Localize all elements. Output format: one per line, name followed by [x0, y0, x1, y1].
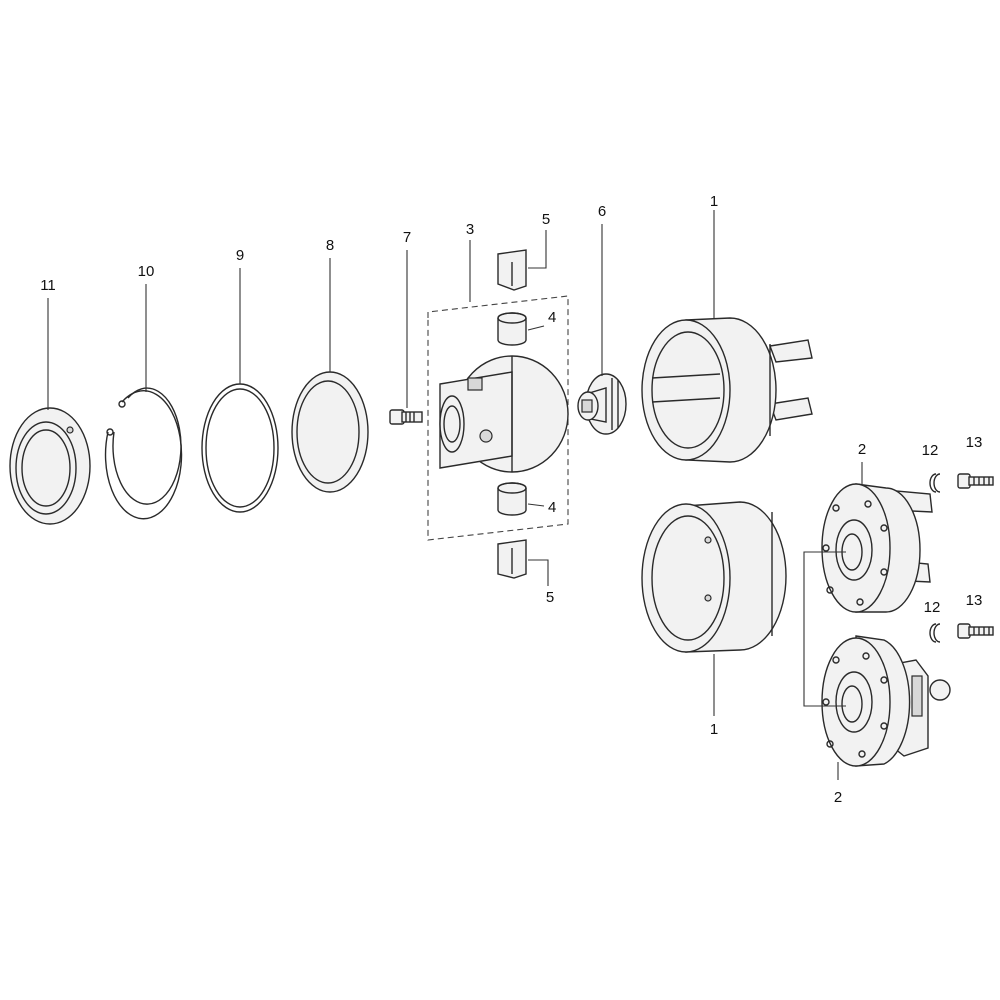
part-6-plug — [577, 373, 627, 435]
leader-4-bottom — [527, 503, 545, 507]
part-2-flange-top — [821, 483, 933, 613]
part-13-bolt-bottom — [957, 623, 994, 639]
leader-5-top — [528, 230, 547, 269]
part-9-shim-ring — [201, 383, 279, 513]
part-12-lock-washer-top — [929, 473, 941, 493]
part-12-lock-washer-bottom — [929, 623, 941, 643]
callout-6: 6 — [598, 203, 606, 220]
part-10-snap-ring — [104, 387, 183, 520]
callout-10: 10 — [138, 263, 155, 280]
callout-13-bottom: 13 — [966, 592, 983, 609]
callout-12-bottom: 12 — [924, 599, 941, 616]
part-5-key-top — [497, 249, 527, 291]
assembly-bracket — [803, 551, 846, 707]
callout-5-bottom: 5 — [546, 589, 554, 606]
callout-1-top: 1 — [710, 193, 718, 210]
callout-2-bottom: 2 — [834, 789, 842, 806]
part-4-bushing-top — [497, 312, 527, 346]
part-13-bolt-top — [957, 473, 994, 489]
part-4-bushing-bottom — [497, 482, 527, 516]
callout-12-top: 12 — [922, 442, 939, 459]
part-5-key-bottom — [497, 539, 527, 579]
part-8-friction-disc — [291, 371, 369, 493]
part-3-hub-assembly — [427, 295, 569, 541]
part-1-housing-top — [641, 317, 813, 463]
part-1-housing-bottom — [641, 501, 787, 653]
callout-3: 3 — [466, 221, 474, 238]
callout-9: 9 — [236, 247, 244, 264]
part-7-grease-nipple — [389, 409, 423, 425]
callout-1-bottom: 1 — [710, 721, 718, 738]
callout-4-bottom: 4 — [548, 499, 556, 516]
part-11-washer — [9, 407, 91, 525]
leader-5-bottom — [528, 559, 549, 586]
callout-7: 7 — [403, 229, 411, 246]
callout-13-top: 13 — [966, 434, 983, 451]
leader-4-top — [527, 325, 545, 331]
callout-5-top: 5 — [542, 211, 550, 228]
callout-8: 8 — [326, 237, 334, 254]
callout-11: 11 — [40, 277, 56, 294]
callout-2-top: 2 — [858, 441, 866, 458]
callout-4-top: 4 — [548, 309, 556, 326]
part-2-flange-bottom — [821, 635, 951, 767]
